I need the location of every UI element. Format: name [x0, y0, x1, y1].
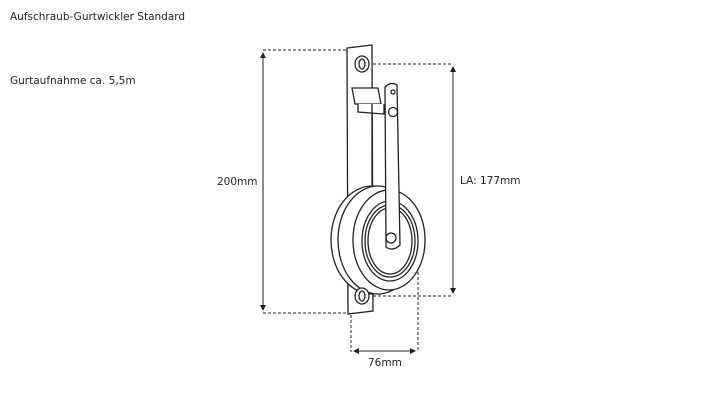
arm-nut	[387, 106, 399, 118]
hole-distance-label: LA: 177mm	[460, 175, 521, 187]
wheel-axle	[385, 232, 397, 244]
arm-pivot-hole	[390, 89, 396, 95]
height-dimension-label: 200mm	[217, 176, 258, 188]
dimension-arrows	[260, 52, 456, 354]
dimension-extension-lines	[263, 49, 453, 352]
product-title: Aufschraub-Gurtwickler Standard	[10, 11, 186, 23]
bracket	[351, 87, 382, 105]
width-dimension-label: 76mm	[368, 357, 402, 369]
lever-arm	[384, 82, 401, 250]
winder	[330, 44, 426, 315]
belt-capacity-label: Gurtaufnahme ca. 5,5m	[10, 75, 136, 87]
